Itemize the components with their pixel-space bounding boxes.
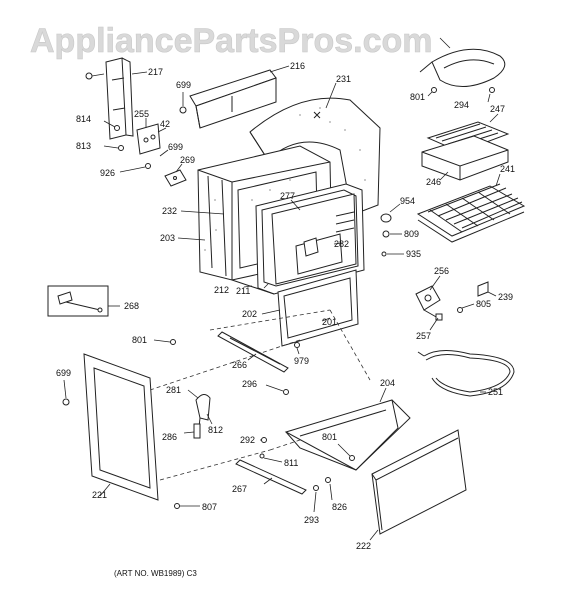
screw-icon	[487, 87, 495, 103]
part-204-storage-drawer	[284, 399, 411, 471]
part-246-broiler-pan	[421, 135, 509, 181]
label-807: 807	[202, 502, 217, 512]
label-294: 294	[454, 100, 469, 110]
label-809: 809	[404, 229, 419, 239]
label-232: 232	[162, 206, 177, 216]
label-211: 211	[236, 286, 250, 296]
label-221: 221	[92, 490, 107, 500]
part-954-lamp-lens	[380, 203, 401, 223]
label-247: 247	[490, 104, 505, 114]
label-42: 42	[160, 119, 170, 129]
assembly-guide-line	[209, 309, 331, 331]
part-269-mounting-plate	[164, 169, 187, 187]
label-216: 216	[290, 61, 305, 71]
part-294-broil-element	[419, 48, 506, 87]
label-203: 203	[160, 233, 175, 243]
label-257: 257	[416, 331, 431, 341]
screw-icon	[85, 72, 105, 80]
label-282: 282	[334, 239, 349, 249]
screw-icon	[174, 503, 200, 509]
label-246: 246	[426, 177, 441, 187]
part-labels: 217 216 231 699 814 255 42 813 699 269 9…	[56, 61, 515, 551]
label-826: 826	[332, 502, 347, 512]
label-286: 286	[162, 432, 177, 442]
part-222-drawer-front-panel	[371, 429, 467, 535]
label-202: 202	[242, 309, 257, 319]
label-699: 699	[168, 142, 183, 152]
part-255-hinge-bracket	[136, 123, 161, 155]
screw-icon	[119, 163, 151, 173]
assembly-guide-line	[159, 449, 271, 481]
label-277: 277	[280, 191, 295, 201]
part-241-oven-rack	[416, 183, 526, 243]
screw-icon	[294, 342, 300, 355]
label-266: 266	[232, 360, 247, 370]
part-201-door-glass	[277, 269, 359, 347]
label-204: 204	[380, 378, 395, 388]
label-201: 201	[322, 317, 337, 327]
label-296: 296	[242, 379, 257, 389]
label-217: 217	[148, 67, 163, 77]
label-801: 801	[132, 335, 147, 345]
part-212-bottom-trim	[231, 279, 275, 295]
assembly-guide-line	[149, 339, 301, 391]
label-281: 281	[166, 385, 181, 395]
label-222: 222	[356, 541, 371, 551]
label-212: 212	[214, 285, 229, 295]
screw-icon	[427, 87, 437, 97]
label-979: 979	[294, 356, 309, 366]
label-801: 801	[410, 92, 425, 102]
part-217-side-bracket	[105, 57, 134, 140]
screw-icon	[337, 443, 355, 461]
label-699: 699	[56, 368, 71, 378]
label-926: 926	[100, 168, 115, 178]
label-293: 293	[304, 515, 319, 525]
label-268: 268	[124, 301, 139, 311]
screw-icon	[259, 453, 283, 463]
label-241: 241	[500, 164, 515, 174]
screw-icon	[62, 379, 70, 406]
label-292: 292	[240, 435, 255, 445]
label-251: 251	[488, 387, 503, 397]
label-814: 814	[76, 114, 91, 124]
screw-icon	[103, 120, 120, 131]
watermark-text: AppliancePartsPros.com	[30, 22, 432, 60]
label-239: 239	[498, 292, 513, 302]
label-256: 256	[434, 266, 449, 276]
screw-icon	[457, 303, 475, 313]
part-268-temperature-sensor	[47, 285, 109, 317]
screw-icon	[260, 437, 267, 443]
screw-icon	[313, 485, 319, 513]
label-255: 255	[134, 109, 149, 119]
screw-icon	[179, 106, 187, 114]
part-251-bake-element	[417, 350, 515, 397]
label-231: 231	[336, 74, 351, 84]
label-269: 269	[180, 155, 195, 165]
screw-icon	[265, 384, 289, 395]
part-266-drawer-rail	[217, 331, 289, 373]
part-282-door-window	[295, 233, 343, 275]
screw-icon	[325, 477, 333, 501]
label-699: 699	[176, 80, 191, 90]
screw-icon	[103, 145, 124, 151]
label-267: 267	[232, 484, 247, 494]
screw-icon	[153, 339, 176, 345]
part-267-drawer-rail	[235, 459, 307, 495]
label-935: 935	[406, 249, 421, 259]
part-221-outer-door-panel	[83, 353, 159, 501]
label-813: 813	[76, 141, 91, 151]
screw-icon	[382, 230, 402, 238]
screw-icon	[381, 251, 404, 257]
part-216-vent-panel	[189, 69, 277, 129]
label-811: 811	[284, 458, 298, 468]
label-805: 805	[476, 299, 491, 309]
label-954: 954	[400, 196, 415, 206]
art-number-caption: (ART NO. WB1989) C3	[114, 569, 197, 578]
label-812: 812	[208, 425, 223, 435]
part-239-bracket	[477, 281, 497, 297]
part-256-control-switch	[415, 285, 443, 321]
label-801: 801	[322, 432, 337, 442]
